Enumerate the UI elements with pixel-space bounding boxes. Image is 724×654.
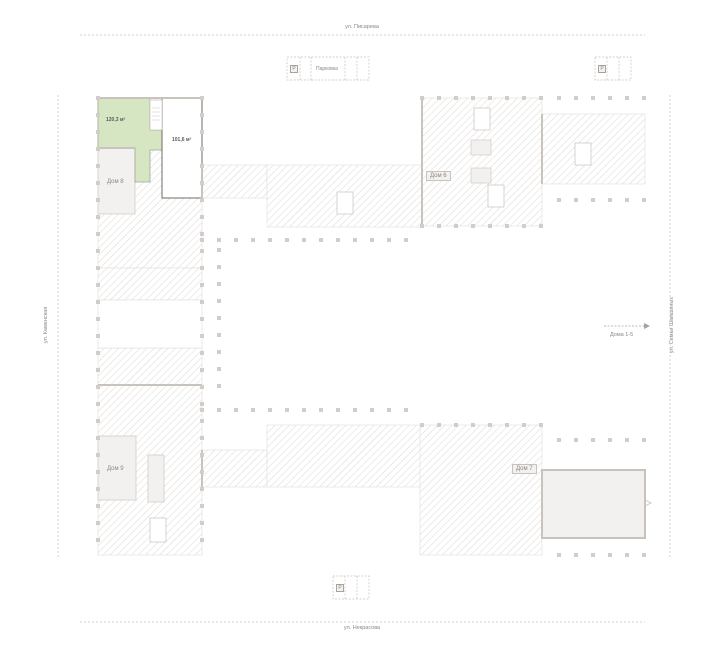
unit-area-label: 120,3 м² — [106, 117, 126, 123]
parking-label: Парковка — [316, 66, 338, 72]
house-9-block[interactable] — [97, 435, 137, 501]
house-label-9: Дом 9 — [107, 466, 124, 472]
columns — [96, 96, 646, 557]
street-lines — [57, 34, 671, 623]
parking-icon: P — [598, 65, 606, 73]
parking-north-east[interactable] — [594, 56, 632, 81]
parking-north[interactable] — [286, 56, 370, 81]
house-label-6: Дом 6 — [426, 171, 451, 181]
unit-101-available[interactable] — [161, 97, 203, 199]
unit-area-label: 101,6 м² — [172, 137, 192, 143]
open-area-west — [97, 299, 203, 349]
walls — [98, 97, 645, 539]
house-label-7: Дом 7 — [512, 464, 537, 474]
street-north: ул. Писарева — [345, 24, 379, 30]
stair-cores — [149, 107, 592, 543]
house-8-block[interactable] — [97, 147, 136, 215]
stairwell — [149, 99, 163, 131]
street-south: ул. Некрасова — [343, 625, 381, 631]
direction-label: Дома 1-5 — [610, 332, 634, 338]
street-east: ул. Семьи Шамшиных — [669, 296, 676, 354]
parking-south[interactable] — [332, 575, 370, 600]
direction-link[interactable]: Дома 1-5 — [602, 320, 652, 342]
parking-icon: P — [290, 65, 298, 73]
house-label-8: Дом 8 — [107, 179, 124, 185]
house-6-inner — [470, 139, 492, 184]
arrow-right-icon — [604, 323, 650, 329]
parking-icon: P — [336, 584, 344, 592]
corridor-block — [147, 454, 165, 503]
street-west: ул. Каменская — [43, 306, 50, 344]
house-7-annex[interactable] — [541, 469, 646, 539]
